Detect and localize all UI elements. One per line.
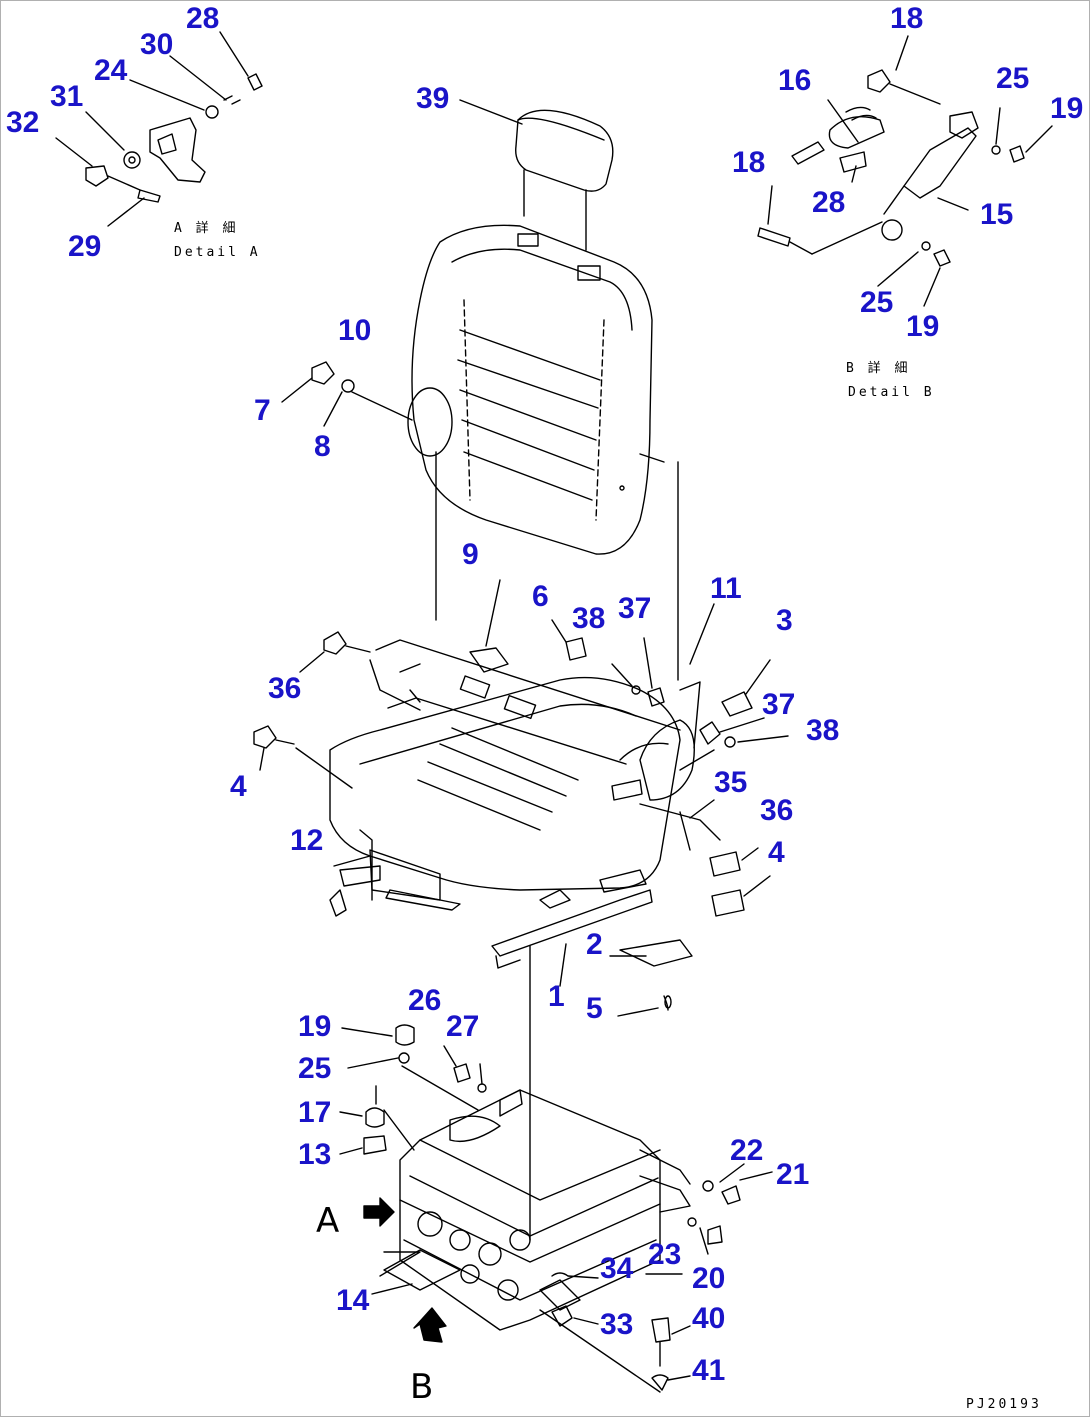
view-arrow-a xyxy=(363,1197,395,1227)
callout-25-lower: 25 xyxy=(298,1052,332,1085)
callout-5: 5 xyxy=(586,992,603,1025)
callout-4-left: 4 xyxy=(230,770,247,803)
callout-18-top: 18 xyxy=(890,2,924,35)
callout-11: 11 xyxy=(710,572,742,605)
callout-29: 29 xyxy=(68,230,102,263)
callout-32: 32 xyxy=(6,106,40,139)
callout-9: 9 xyxy=(462,538,479,571)
callout-19-top: 19 xyxy=(1050,92,1084,125)
callout-7: 7 xyxy=(254,394,271,427)
view-label-a: A xyxy=(316,1201,340,1241)
callout-20: 20 xyxy=(692,1262,726,1295)
detail-b-assembly xyxy=(757,35,1053,307)
callout-10: 10 xyxy=(338,314,372,347)
callout-37-right: 37 xyxy=(762,688,796,721)
callout-15: 15 xyxy=(980,198,1014,231)
detail-a-assembly xyxy=(55,31,263,227)
callout-37-upper: 37 xyxy=(618,592,652,625)
callout-4-right: 4 xyxy=(768,836,785,869)
callout-12: 12 xyxy=(290,824,324,857)
detail-b-title: B 詳 細 xyxy=(846,361,911,376)
callout-25-bottom: 25 xyxy=(860,286,894,319)
callout-28-detail-a: 28 xyxy=(186,2,220,35)
callout-34: 34 xyxy=(600,1252,634,1285)
callout-1: 1 xyxy=(548,980,565,1013)
callout-3: 3 xyxy=(776,604,793,637)
callout-22: 22 xyxy=(730,1134,764,1167)
callout-18-left: 18 xyxy=(732,146,766,179)
fasteners-lower xyxy=(339,1024,773,1393)
callout-2: 2 xyxy=(586,928,603,961)
view-label-b: B xyxy=(410,1367,434,1407)
callout-17: 17 xyxy=(298,1096,332,1129)
callout-21: 21 xyxy=(776,1158,810,1191)
bolt-washer-7-8 xyxy=(281,361,413,427)
backrest xyxy=(407,224,679,681)
callout-19-bottom: 19 xyxy=(906,310,940,343)
headrest xyxy=(459,99,614,251)
slide-rails xyxy=(329,829,693,1241)
callout-8: 8 xyxy=(314,430,331,463)
callout-27: 27 xyxy=(446,1010,480,1043)
detail-b-subtitle: Detail B xyxy=(848,385,935,400)
callout-38-right: 38 xyxy=(806,714,840,747)
recliner-bracket xyxy=(611,603,721,851)
callout-36-right: 36 xyxy=(760,794,794,827)
callout-23: 23 xyxy=(648,1238,682,1271)
detail-a-subtitle: Detail A xyxy=(174,245,261,260)
drawing-code: PJ20193 xyxy=(966,1397,1042,1412)
seat-cushion xyxy=(329,639,681,891)
callout-26: 26 xyxy=(408,984,442,1017)
callout-19-lower: 19 xyxy=(298,1010,332,1043)
callout-13: 13 xyxy=(298,1138,332,1171)
callout-14: 14 xyxy=(336,1284,370,1317)
callout-28-detail-b: 28 xyxy=(812,186,846,219)
callout-6: 6 xyxy=(532,580,549,613)
detail-a-title: A 詳 細 xyxy=(174,221,239,236)
callout-16: 16 xyxy=(778,64,812,97)
callout-33: 33 xyxy=(600,1308,634,1341)
view-arrow-b xyxy=(413,1307,447,1343)
callout-39: 39 xyxy=(416,82,450,115)
callout-30: 30 xyxy=(140,28,174,61)
callout-35: 35 xyxy=(714,766,748,799)
callout-38-upper: 38 xyxy=(572,602,606,635)
callout-36-left: 36 xyxy=(268,672,302,705)
suspension-base xyxy=(379,1089,691,1331)
callout-25-top: 25 xyxy=(996,62,1030,95)
callout-31: 31 xyxy=(50,80,84,113)
callout-24: 24 xyxy=(94,54,128,87)
callout-41: 41 xyxy=(692,1354,726,1387)
callout-40: 40 xyxy=(692,1302,726,1335)
fasteners-upper xyxy=(253,579,789,917)
